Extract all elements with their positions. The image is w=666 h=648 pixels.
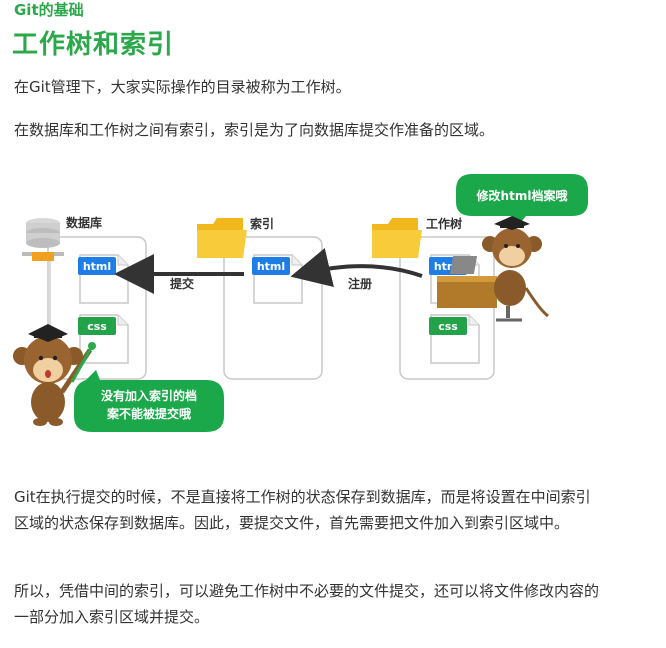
paragraph-commit-process: Git在执行提交的时候，不是直接将工作树的状态保存到数据库，而是将设置在中间索引… [14,488,591,532]
monkey-at-desk-illustration [437,216,549,322]
database-html-tag: html [83,260,111,273]
register-label: 注册 [348,276,372,291]
register-arrow [290,248,423,288]
index-label: 索引 [250,216,274,231]
worktree-css-file-icon: css [429,314,480,364]
worktree-label: 工作树 [426,216,462,231]
index-html-tag: html [257,260,285,273]
database-label: 数据库 [66,215,102,230]
page-title: 工作树和索引 [12,30,175,60]
paragraph-worktree: 在Git管理下，大家实际操作的目录被称为工作树。 [14,78,351,96]
index-folder-icon [197,218,247,258]
bottom-bubble-text-line2: 案不能被提交哦 [106,406,191,421]
section-kicker: Git的基础 [14,1,84,19]
database-css-tag: css [87,320,107,333]
worktree-css-tag: css [438,320,458,333]
worktree-folder-icon [372,218,422,258]
database-icon [22,218,64,379]
index-html-file-icon: html [252,254,303,304]
worktree-index-diagram: 数据库 html css 索引 html 工作树 html css 注册 [13,174,588,432]
paragraph-index-benefits: 所以，凭借中间的索引，可以避免工作树中不必要的文件提交，还可以将文件修改内容的一… [14,582,600,626]
database-css-file-icon: css [78,314,129,364]
database-html-file-icon: html [78,254,129,304]
monkey-with-pointer-illustration [13,324,96,426]
top-bubble-text: 修改html档案哦 [476,188,568,203]
commit-label: 提交 [170,276,194,291]
top-speech-bubble: 修改html档案哦 [456,174,588,228]
bottom-bubble-text-line1: 没有加入索引的档 [101,388,197,403]
paragraph-index: 在数据库和工作树之间有索引，索引是为了向数据库提交作准备的区域。 [14,121,495,139]
bottom-speech-bubble: 没有加入索引的档 案不能被提交哦 [74,370,224,432]
